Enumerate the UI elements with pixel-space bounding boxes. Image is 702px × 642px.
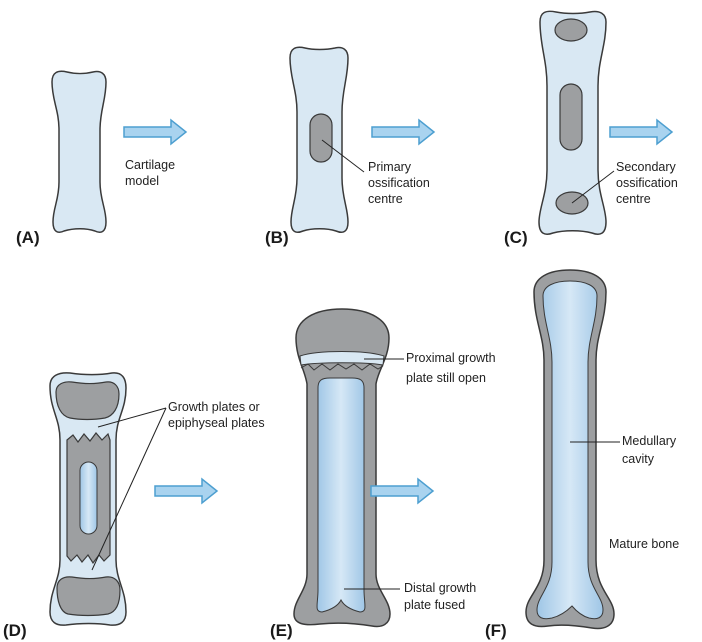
panel-label-d: (D) xyxy=(3,621,27,640)
panel-label-a: (A) xyxy=(16,228,40,247)
stage-e-proximal-plate-open xyxy=(294,309,390,627)
stage-f-mature-bone xyxy=(526,270,614,628)
proximal-growth-plate xyxy=(300,352,384,366)
proximal-plate-label: Proximal growth plate still open xyxy=(406,351,499,385)
stage-c-secondary-ossification xyxy=(539,11,606,234)
mature-bone-label: Mature bone xyxy=(609,537,679,551)
primary-ossification-centre xyxy=(310,114,332,162)
cartilage-model-label: Cartilage model xyxy=(125,158,179,188)
medullary-cavity-forming xyxy=(80,462,97,534)
panel-label-e: (E) xyxy=(270,621,293,640)
panel-label-c: (C) xyxy=(504,228,528,247)
progression-arrow xyxy=(155,479,217,503)
primary-centre-label: Primary ossification centre xyxy=(368,160,433,206)
progression-arrow xyxy=(371,479,433,503)
growth-plates-label: Growth plates or epiphyseal plates xyxy=(168,400,265,430)
medullary-cavity xyxy=(317,378,365,612)
progression-arrow xyxy=(124,120,186,144)
stage-a-cartilage-model xyxy=(52,71,106,232)
distal-plate-label: Distal growth plate fused xyxy=(404,581,480,612)
panel-label-b: (B) xyxy=(265,228,289,247)
stage-d-growth-plates xyxy=(50,373,126,625)
medullary-cavity-label: Medullary cavity xyxy=(622,434,680,466)
progression-arrow xyxy=(372,120,434,144)
cartilage-bone-shape xyxy=(52,71,106,232)
epiphysis-ossified-bottom xyxy=(57,577,120,616)
epiphysis-ossified-top xyxy=(56,382,119,420)
primary-ossification-centre xyxy=(560,84,582,150)
panel-label-f: (F) xyxy=(485,621,507,640)
secondary-centre-label: Secondary ossification centre xyxy=(616,160,681,206)
stage-b-primary-ossification xyxy=(290,47,348,232)
secondary-ossification-centre-top xyxy=(555,19,587,41)
progression-arrow xyxy=(610,120,672,144)
